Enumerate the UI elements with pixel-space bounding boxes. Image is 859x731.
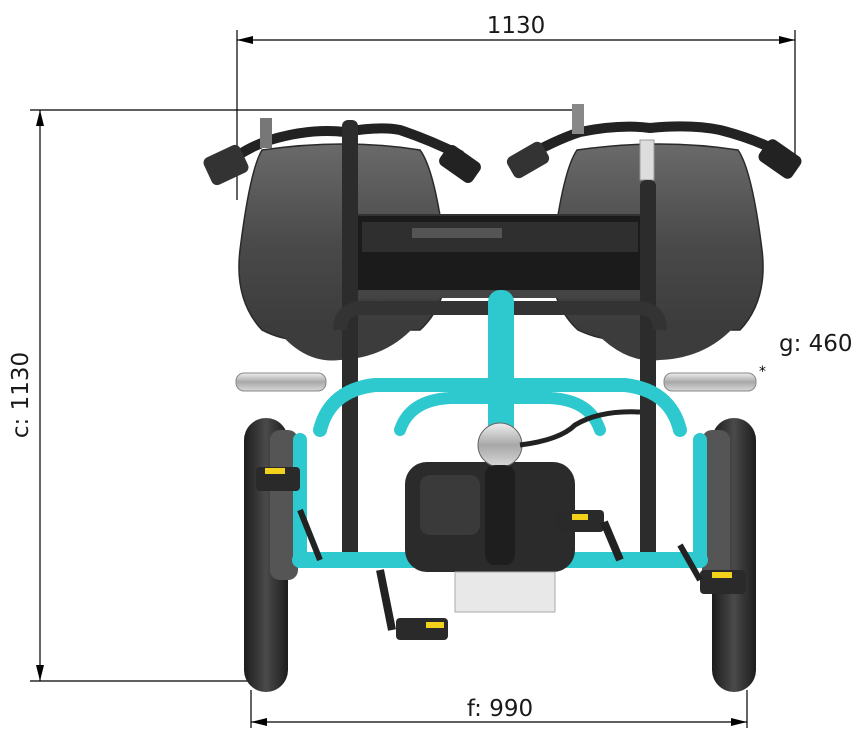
height-label: c: 1130 (8, 352, 34, 438)
dimension-track: f: 990 (250, 690, 748, 728)
right-wheel (702, 418, 756, 692)
front-basket (350, 214, 650, 298)
track-label: f: 990 (467, 696, 533, 722)
tandem-tricycle-drawing (203, 104, 802, 692)
left-wheel (244, 418, 298, 692)
brake-cable (519, 409, 641, 448)
right-handlebar (506, 104, 802, 181)
svg-text:*: * (759, 364, 766, 380)
overall-width-label: 1130 (487, 13, 546, 39)
axle-bars (235, 372, 757, 392)
dimension-seat-height: g: 460 * (759, 331, 853, 380)
right-wheel-pedal (677, 543, 746, 594)
dimension-height: c: 1130 (8, 109, 580, 682)
center-motor (405, 422, 575, 613)
seat-height-label: g: 460 (779, 331, 853, 357)
right-pedal-top (554, 510, 624, 562)
left-pedal (376, 569, 448, 640)
dimension-overall-width: 1130 (236, 13, 796, 200)
left-wheel-pedal (256, 467, 323, 562)
